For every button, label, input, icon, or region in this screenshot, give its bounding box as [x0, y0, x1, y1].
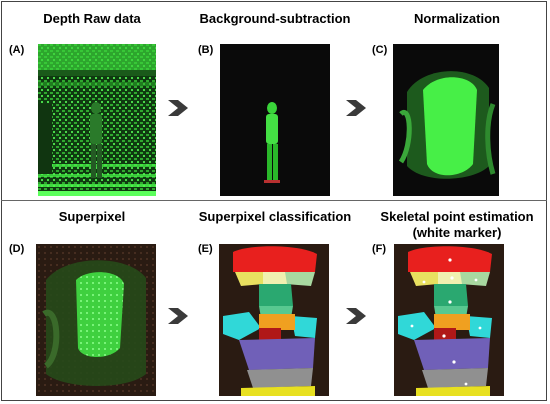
panel-d-title: Superpixel	[58, 209, 126, 224]
panel-c-title: Normalization	[414, 11, 500, 26]
panel-d-label: (D)	[9, 243, 25, 255]
panel-e-image	[219, 244, 329, 396]
panel-e-label: (E)	[198, 243, 213, 255]
row-divider	[1, 200, 547, 201]
panel-f-label: (F)	[372, 243, 387, 255]
panel-b-title: Background-subtraction	[199, 11, 351, 26]
panel-a-label: (A)	[9, 44, 25, 56]
panel-f-title-line2: (white marker)	[412, 225, 502, 240]
panel-a-title: Depth Raw data	[43, 11, 141, 26]
chevron-right-icon	[168, 308, 188, 324]
panel-c-label: (C)	[372, 44, 388, 56]
panel-f-image	[394, 244, 504, 396]
panel-b-label: (B)	[198, 44, 214, 56]
chevron-right-icon	[346, 100, 366, 116]
panel-b-image	[220, 44, 330, 196]
panel-d-image	[36, 244, 156, 396]
panel-e-title: Superpixel classification	[198, 209, 352, 224]
chevron-right-icon	[168, 100, 188, 116]
chevron-right-icon	[346, 308, 366, 324]
panel-a-image	[38, 44, 156, 196]
panel-c-image	[393, 44, 499, 196]
panel-f-title: Skeletal point estimation	[380, 209, 534, 224]
